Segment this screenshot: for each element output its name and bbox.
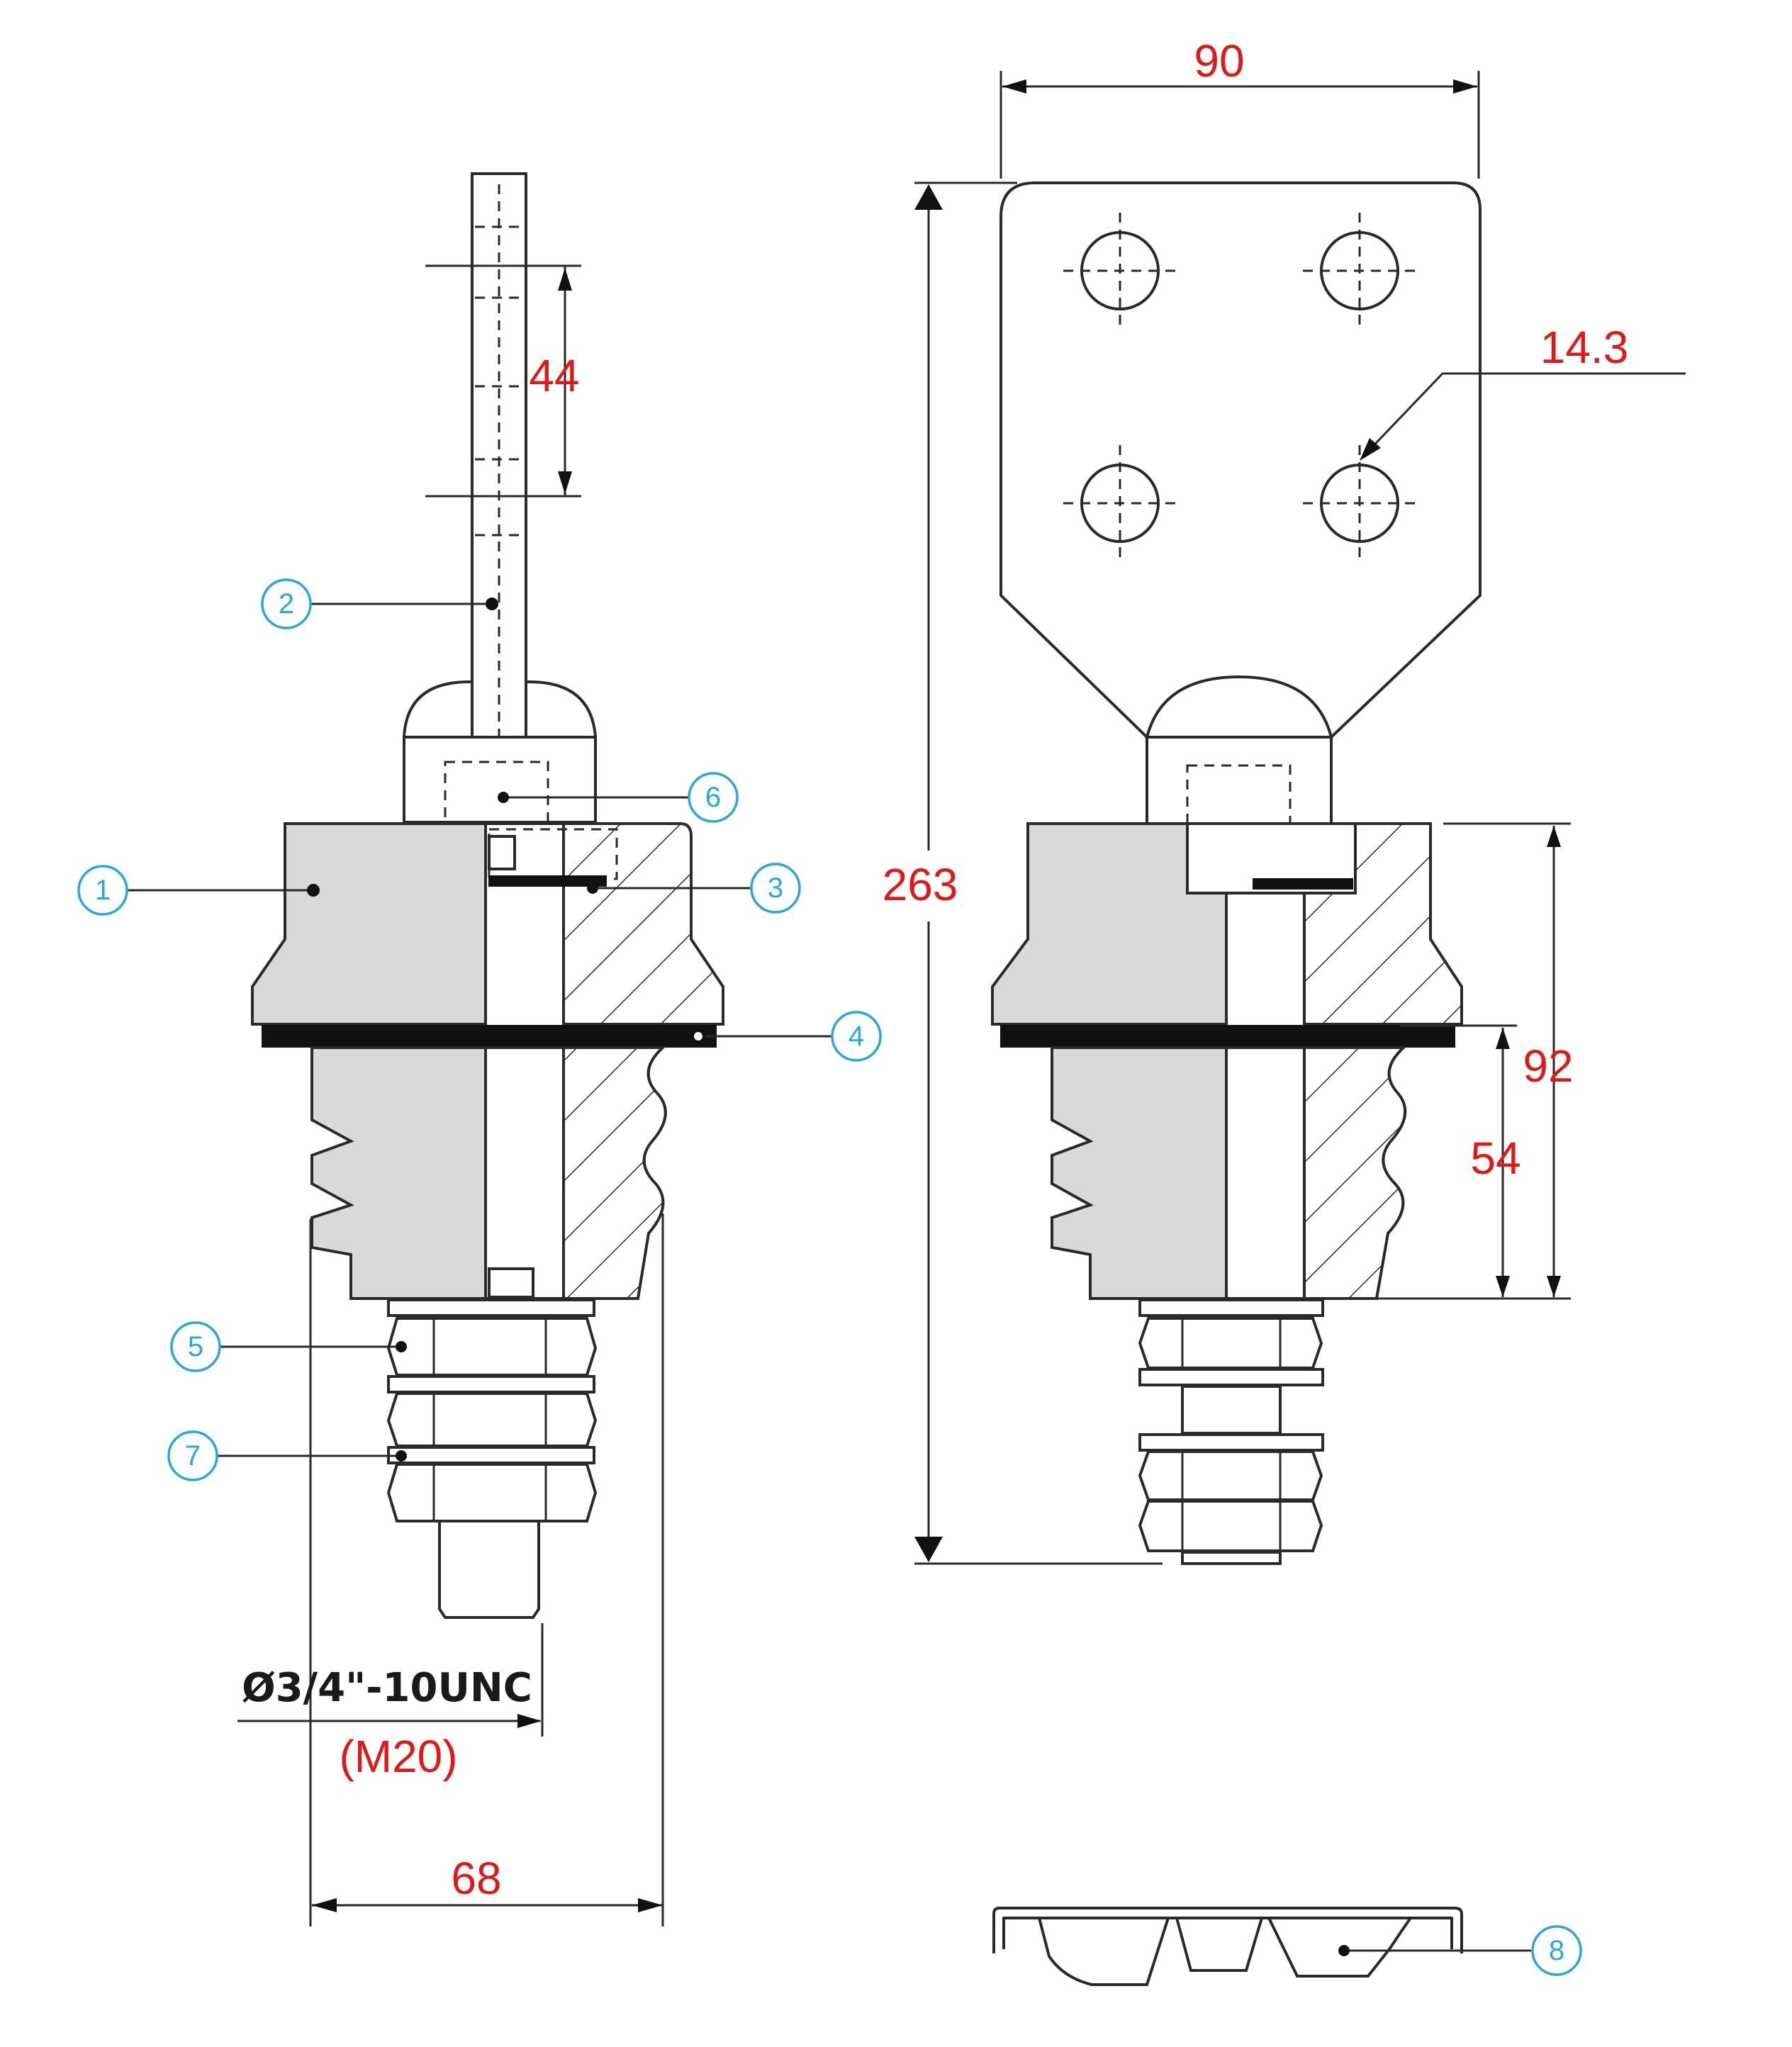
thread-metric: (M20) [339, 1731, 457, 1782]
dim-92: 92 [1523, 1041, 1573, 1092]
dim-68: 68 [451, 1853, 501, 1904]
washer-5 [387, 1299, 595, 1317]
dim-14-3: 14.3 [1540, 322, 1629, 373]
gasket-4 [262, 1025, 717, 1048]
callout-7 [167, 1430, 218, 1481]
dim-263: 263 [883, 859, 958, 910]
callout-6 [688, 772, 739, 823]
porcelain-top-right [562, 822, 724, 1026]
callout-2 [261, 578, 312, 629]
gasket-3-r [1253, 878, 1353, 890]
cap-body [403, 736, 597, 824]
thread-spec: Ø3/4"-10UNC [242, 1665, 532, 1711]
dim-44: 44 [529, 350, 579, 401]
left-view: 44 68 Ø3/4"-10UNC (M20) 1 2 3 4 [77, 172, 882, 1927]
callout-5 [170, 1321, 221, 1372]
dim-90: 90 [1194, 35, 1244, 86]
palm-holes [1063, 213, 1416, 561]
porcelain-bottom-left-r [1051, 1046, 1228, 1300]
right-view: 90 14.3 263 92 54 [883, 35, 1686, 1565]
washer-7b [387, 1446, 595, 1464]
porcelain-top-left [251, 822, 487, 1026]
callout-3 [750, 863, 801, 914]
stud-tail [438, 1520, 540, 1619]
washer-7a [387, 1375, 595, 1393]
porcelain-bottom-right-r [1303, 1046, 1408, 1300]
nut-r2 [1138, 1450, 1323, 1501]
callout-5-label: 5 [188, 1331, 203, 1362]
callout-1 [77, 865, 128, 916]
nut-7a [386, 1392, 598, 1447]
callout-3-label: 3 [768, 873, 783, 904]
dim-54: 54 [1470, 1133, 1521, 1184]
callout-7-label: 7 [185, 1440, 201, 1471]
callout-4-label: 4 [849, 1021, 864, 1052]
callout-6-label: 6 [705, 782, 721, 813]
porcelain-bottom-right [562, 1046, 667, 1300]
nut-r3 [1138, 1500, 1323, 1552]
nut-7b [386, 1463, 598, 1522]
stud-shank-r [1181, 1385, 1282, 1435]
callout-8 [1531, 1925, 1582, 1976]
callout-8-label: 8 [1549, 1935, 1564, 1966]
porcelain-bottom-left [310, 1046, 487, 1300]
callout-1-label: 1 [95, 875, 111, 906]
nut-r1 [1138, 1317, 1323, 1369]
callout-4 [831, 1011, 882, 1062]
nut-5 [386, 1317, 598, 1376]
part-8-clip: 8 [992, 1907, 1582, 1986]
gasket-4-r [1000, 1025, 1455, 1048]
callout-2-label: 2 [279, 588, 294, 619]
terminal-palm [999, 181, 1482, 739]
gasket-3 [488, 875, 607, 887]
